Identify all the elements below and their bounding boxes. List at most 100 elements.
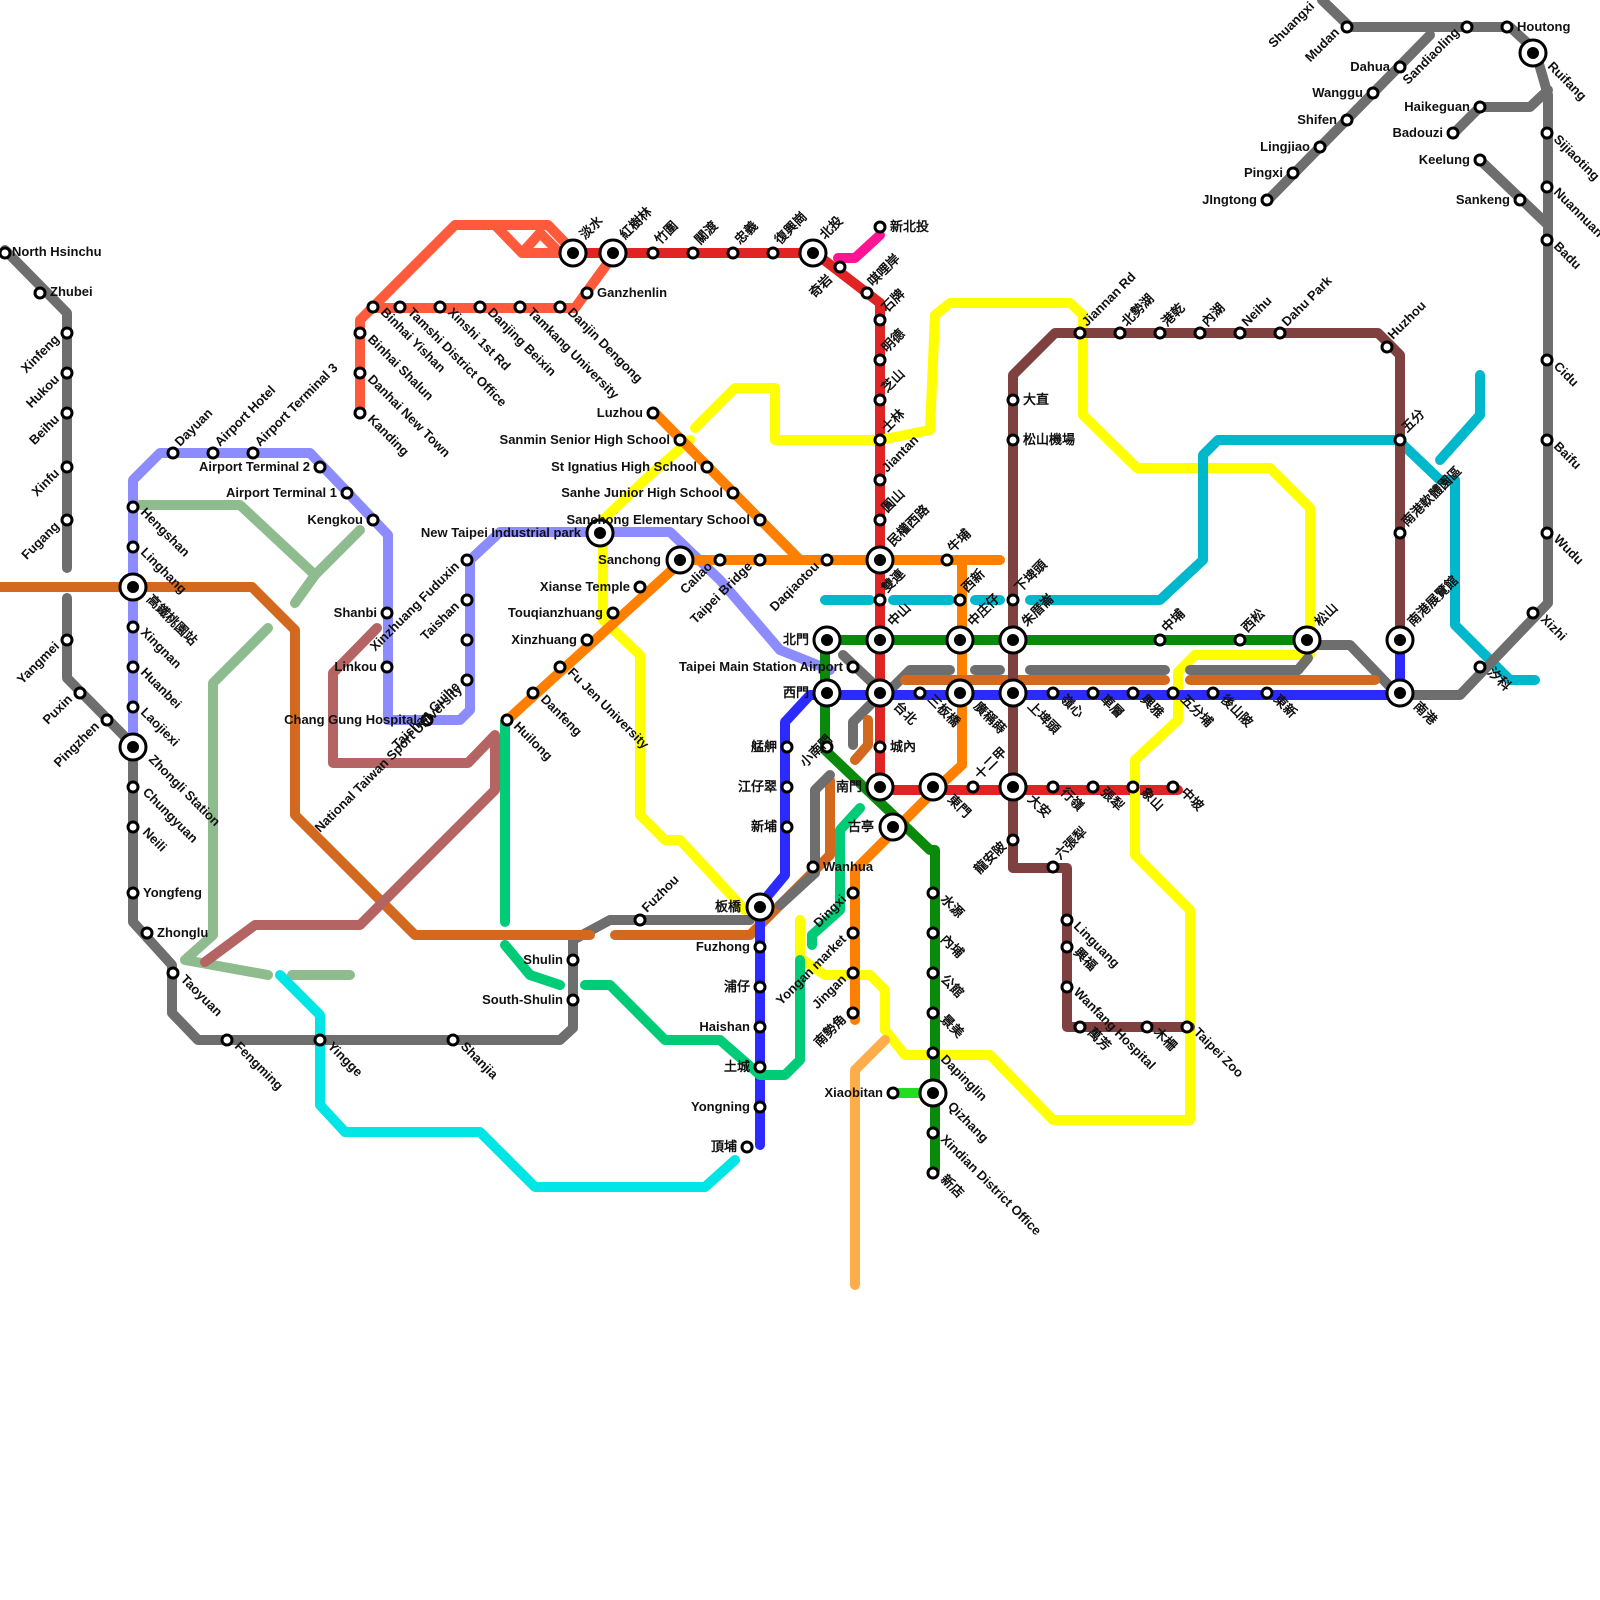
station-wufenpu[interactable] (1168, 688, 1178, 698)
station-hengshan[interactable] (128, 502, 138, 512)
station-shierjia[interactable] (968, 782, 978, 792)
station-mudan[interactable] (1342, 22, 1352, 32)
hub-cks[interactable] (867, 774, 893, 800)
station-jiantan[interactable] (875, 475, 885, 485)
station-danhai-new-town[interactable] (355, 368, 365, 378)
station-xike[interactable] (1475, 662, 1485, 672)
hub-minquan-w[interactable] (867, 547, 893, 573)
station-xiangshan[interactable] (1128, 782, 1138, 792)
station-xindian[interactable] (928, 1168, 938, 1178)
hub-dongmen[interactable] (920, 774, 946, 800)
station-lingjiao[interactable] (1315, 142, 1325, 152)
station-sijiaoting[interactable] (1542, 128, 1552, 138)
station-hukou[interactable] (62, 368, 72, 378)
hub-qizhang[interactable] (920, 1080, 946, 1106)
station-touqianzhuang[interactable] (608, 608, 618, 618)
station-houshanpi[interactable] (1208, 688, 1218, 698)
station-sankeng[interactable] (1515, 195, 1525, 205)
station-gongguan[interactable] (928, 968, 938, 978)
station-badu[interactable] (1542, 235, 1552, 245)
station-wanggu[interactable] (1368, 88, 1378, 98)
station-houtong[interactable] (1502, 22, 1512, 32)
station-jiangzicui[interactable] (782, 782, 792, 792)
station-chengnei[interactable] (875, 742, 885, 752)
station-binhai-yishan[interactable] (368, 302, 378, 312)
station-sanchong-es[interactable] (755, 515, 765, 525)
station-nanshijiao[interactable] (848, 1008, 858, 1018)
hub-hongshulin[interactable] (600, 240, 626, 266)
station-shipai[interactable] (875, 315, 885, 325)
hub-banqiao[interactable] (747, 894, 773, 920)
station-yuanshan[interactable] (875, 515, 885, 525)
station-linghang[interactable] (128, 542, 138, 552)
hub-hsr-taoyuan[interactable] (120, 574, 146, 600)
station-cidu[interactable] (1542, 355, 1552, 365)
hub-zhulunpu[interactable] (1000, 627, 1026, 653)
station-tamshi-do[interactable] (395, 302, 405, 312)
station-beishihu[interactable] (1115, 328, 1125, 338)
hub-ximen[interactable] (814, 680, 840, 706)
station-zhishan[interactable] (875, 395, 885, 405)
station-daqiaotou[interactable] (822, 555, 832, 565)
station-mingde[interactable] (875, 355, 885, 365)
station-zhubei[interactable] (35, 288, 45, 298)
station-sandiaoling[interactable] (1462, 22, 1472, 32)
hub-beitou[interactable] (800, 240, 826, 266)
hub-nangang[interactable] (1387, 680, 1413, 706)
station-xingfu[interactable] (1062, 942, 1072, 952)
station-neili[interactable] (128, 822, 138, 832)
station-xixin[interactable] (955, 595, 965, 605)
station-airport-t2[interactable] (315, 462, 325, 472)
station-linguang[interactable] (1062, 915, 1072, 925)
station-chungyuan[interactable] (128, 782, 138, 792)
station-xinzhuang[interactable] (582, 635, 592, 645)
station-fugang[interactable] (62, 515, 72, 525)
hub-taipei-main[interactable] (867, 680, 893, 706)
station-taishan-b[interactable] (462, 595, 472, 605)
station-taipei-bridge[interactable] (755, 555, 765, 565)
station-wanfang-hospital[interactable] (1062, 982, 1072, 992)
station-chequan[interactable] (1088, 688, 1098, 698)
station-taishan-guihe[interactable] (462, 675, 472, 685)
station-yangmei[interactable] (62, 635, 72, 645)
station-dazhi[interactable] (1008, 395, 1018, 405)
station-ganzhenlin[interactable] (582, 288, 592, 298)
station-xiaobitan[interactable] (888, 1088, 898, 1098)
station-shanjia[interactable] (448, 1035, 458, 1045)
station-jingtong[interactable] (1262, 195, 1272, 205)
station-wufen[interactable] (1395, 435, 1405, 445)
station-xinpu[interactable] (782, 822, 792, 832)
station-neipu[interactable] (928, 928, 938, 938)
station-wanfang[interactable] (1075, 1022, 1085, 1032)
station-qiyan[interactable] (835, 262, 845, 272)
station-airport-hotel[interactable] (208, 448, 218, 458)
station-luzhou[interactable] (648, 408, 658, 418)
station-lingxin[interactable] (1048, 688, 1058, 698)
station-fuzhong[interactable] (755, 942, 765, 952)
station-dahu-park[interactable] (1275, 328, 1285, 338)
station-xinfeng[interactable] (62, 328, 72, 338)
station-xinbeitou[interactable] (875, 222, 885, 232)
station-xingya[interactable] (1128, 688, 1138, 698)
station-yingge[interactable] (315, 1035, 325, 1045)
station-fengming[interactable] (222, 1035, 232, 1045)
station-yongning[interactable] (755, 1102, 765, 1112)
station-xianse-temple[interactable] (635, 582, 645, 592)
station-songshan-airport[interactable] (1008, 435, 1018, 445)
station-xindian-do[interactable] (928, 1128, 938, 1138)
station-nangang-software[interactable] (1395, 528, 1405, 538)
hub-songshan[interactable] (1294, 627, 1320, 653)
station-xinfu[interactable] (62, 462, 72, 472)
station-huanbei[interactable] (128, 662, 138, 672)
hub-ruifang[interactable] (1520, 40, 1546, 66)
hub-zhongshan[interactable] (867, 627, 893, 653)
station-dingpu[interactable] (742, 1142, 752, 1152)
station-tucheng[interactable] (755, 1062, 765, 1072)
station-dayuan[interactable] (168, 448, 178, 458)
station-niupu[interactable] (942, 555, 952, 565)
station-zhongyi[interactable] (728, 248, 738, 258)
station-longshan[interactable] (782, 742, 792, 752)
station-taipei-zoo[interactable] (1182, 1022, 1192, 1032)
hub-beimen[interactable] (814, 627, 840, 653)
station-sanbanqiao[interactable] (915, 688, 925, 698)
